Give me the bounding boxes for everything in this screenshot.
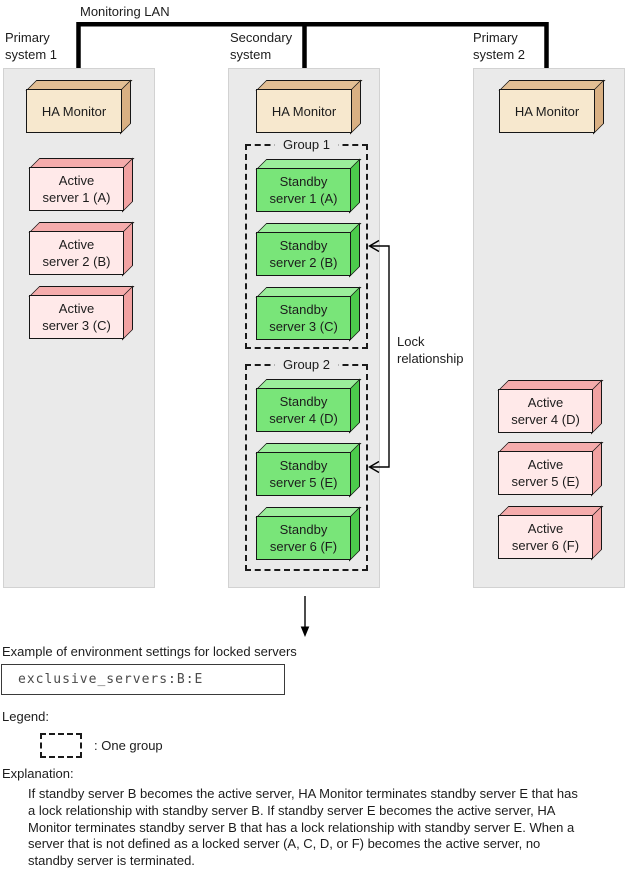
lock-relationship-label: Lock relationship (397, 334, 464, 366)
legend-group-symbol (40, 733, 82, 758)
box-front-face: Active server 3 (C) (29, 295, 124, 339)
box-front-face: Active server 4 (D) (498, 389, 593, 433)
legend-item-label: : One group (94, 738, 163, 753)
monitoring-lan-label: Monitoring LAN (80, 4, 170, 19)
explanation-title: Explanation: (2, 766, 74, 781)
settings-code-text: exclusive_servers:B:E (18, 672, 204, 687)
box-front-face: Active server 5 (E) (498, 451, 593, 495)
box-front-face: HA Monitor (499, 89, 595, 133)
secondary-system-label: Secondary system (230, 30, 293, 62)
group1-frame: Group 1 (245, 137, 368, 349)
box-front-face: Active server 6 (F) (498, 515, 593, 559)
panel-primary-system2: HA Monitor Active server 4 (D) Active se… (473, 68, 625, 588)
down-arrow-head (300, 626, 310, 637)
explanation-text: If standby server B becomes the active s… (28, 786, 578, 869)
box-front-face: Standby server 6 (F) (256, 516, 351, 560)
box-front-face: Standby server 5 (E) (256, 452, 351, 496)
box-front-face: HA Monitor (26, 89, 122, 133)
primary-system1-label: Primary system 1 (5, 30, 58, 62)
group1-label: Group 1 (274, 137, 339, 153)
group2-label: Group 2 (274, 357, 339, 373)
box-front-face: Active server 2 (B) (29, 231, 124, 275)
panel-primary-system1: HA Monitor Active server 1 (A) Active se… (3, 68, 155, 588)
box-front-face: Standby server 2 (B) (256, 232, 351, 276)
legend-title: Legend: (2, 709, 49, 724)
primary-system2-label: Primary system 2 (473, 30, 526, 62)
settings-caption: Example of environment settings for lock… (2, 644, 297, 659)
box-front-face: Active server 1 (A) (29, 167, 124, 211)
panel-secondary-system: HA Monitor Group 1 Standby server 1 (A) … (228, 68, 380, 588)
group2-frame: Group 2 (245, 357, 368, 571)
box-front-face: Standby server 4 (D) (256, 388, 351, 432)
box-front-face: Standby server 3 (C) (256, 296, 351, 340)
box-front-face: HA Monitor (256, 89, 352, 133)
box-front-face: Standby server 1 (A) (256, 168, 351, 212)
settings-code-box: exclusive_servers:B:E (1, 664, 285, 695)
